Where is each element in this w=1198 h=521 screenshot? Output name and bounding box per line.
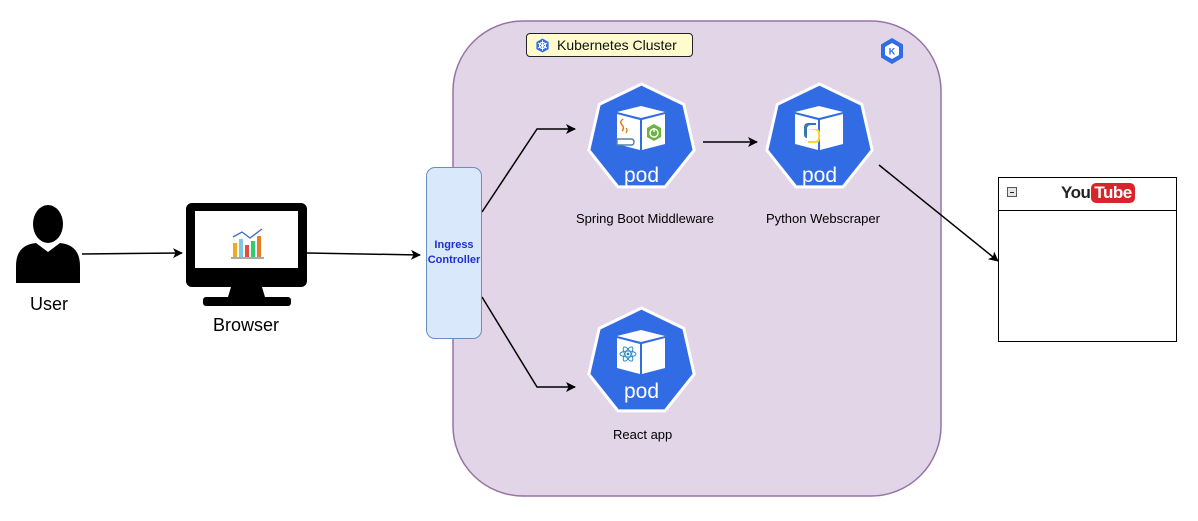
spring-pod-icon: pod — [587, 82, 696, 189]
browser-label: Browser — [213, 315, 280, 335]
spring-pod-text: pod — [624, 164, 659, 187]
react-pod-icon: pod — [587, 306, 696, 413]
ingress-label-line1: Ingress — [434, 239, 474, 251]
python-icon — [804, 123, 820, 143]
user-label: User — [30, 294, 69, 314]
python-pod-label: Python Webscraper — [766, 211, 880, 226]
minimize-icon — [1007, 187, 1017, 197]
kubernetes-cluster-boundary — [452, 20, 942, 497]
monitor-icon — [186, 203, 307, 306]
react-pod-text: pod — [624, 380, 659, 403]
edge-user-browser — [81, 248, 183, 259]
spring-pod-label: Spring Boot Middleware — [576, 211, 715, 226]
edge-browser-ingress — [306, 249, 421, 260]
python-pod-text: pod — [802, 164, 837, 187]
edge-ingress-spring — [481, 124, 576, 213]
python-pod-icon: pod — [765, 82, 874, 189]
container-cube-icon — [617, 330, 665, 374]
spring-boot-icon — [647, 124, 661, 141]
cluster-title: Kubernetes Cluster — [526, 33, 693, 57]
connectors — [81, 124, 999, 392]
chart-icon — [231, 228, 264, 259]
edge-python-youtube — [878, 164, 999, 262]
person-icon — [16, 205, 80, 283]
kubernetes-badge-icon: K — [881, 38, 903, 64]
ingress-controller: Ingress Controller — [426, 167, 482, 339]
edge-ingress-react — [481, 296, 576, 392]
react-icon — [619, 346, 637, 362]
ingress-label-line2: Controller — [427, 254, 481, 266]
cluster-title-text: Kubernetes Cluster — [557, 37, 677, 53]
react-pod-label: React app — [613, 427, 673, 442]
youtube-logo-tube: Tube — [1091, 183, 1135, 203]
youtube-logo-you: You — [1061, 183, 1091, 202]
svg-text:K: K — [889, 47, 896, 57]
java-icon — [616, 118, 635, 146]
kubernetes-icon — [536, 37, 549, 53]
